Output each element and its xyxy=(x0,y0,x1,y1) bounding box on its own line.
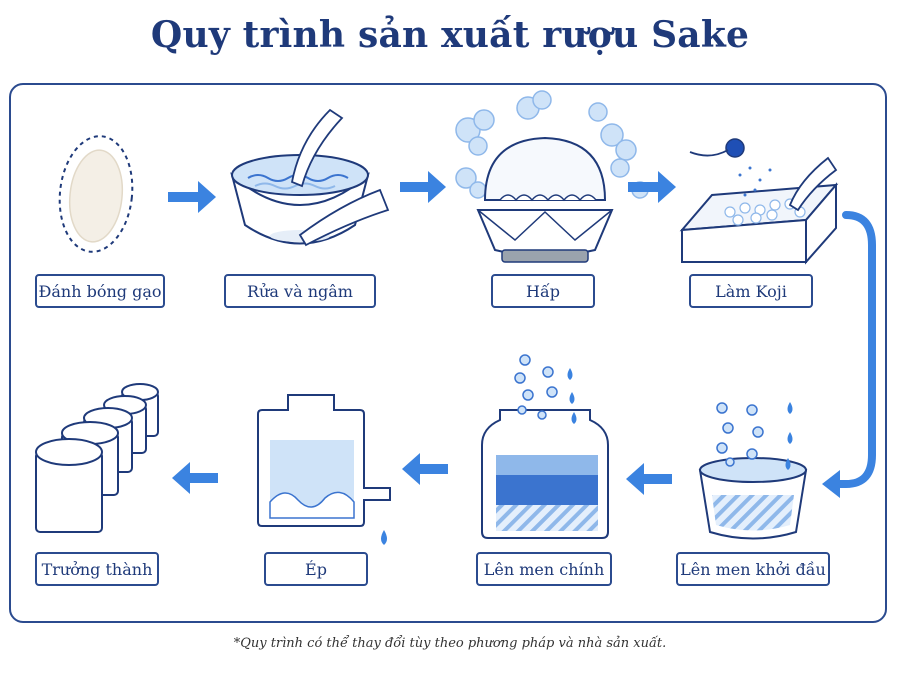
arrow-4-to-5 xyxy=(822,211,876,498)
page-title: Quy trình sản xuất rượu Sake xyxy=(150,14,750,56)
step-label-koji: Làm Koji xyxy=(689,274,813,308)
aging-barrels-icon xyxy=(35,383,159,533)
step-label-pressing: Ép xyxy=(264,552,368,586)
step-label-starter: Lên men khởi đầu xyxy=(676,552,830,586)
process-frame xyxy=(9,83,887,623)
rice-grain-icon xyxy=(58,135,134,253)
press-tank-icon xyxy=(257,394,391,545)
arrow-7-to-8 xyxy=(172,462,218,494)
koji-box-icon xyxy=(679,138,839,265)
arrow-2-to-3 xyxy=(400,171,446,203)
step-label-steaming: Hấp xyxy=(491,274,595,308)
step-label-maturation: Trưởng thành xyxy=(35,552,159,586)
step-label-main-fermentation: Lên men chính xyxy=(476,552,612,586)
arrow-5-to-6 xyxy=(626,463,672,495)
arrow-3-to-4 xyxy=(628,171,676,203)
footnote: *Quy trình có thể thay đổi tùy theo phươ… xyxy=(233,636,667,651)
arrow-6-to-7 xyxy=(402,453,448,485)
washing-bowl-icon xyxy=(230,108,390,247)
steamer-icon xyxy=(455,90,649,263)
starter-tub-icon xyxy=(698,402,808,540)
step-label-washing: Rửa và ngâm xyxy=(224,274,376,308)
step-label-polishing: Đánh bóng gạo xyxy=(35,274,165,308)
fermentation-tank-icon xyxy=(481,354,609,539)
arrow-1-to-2 xyxy=(168,181,216,213)
